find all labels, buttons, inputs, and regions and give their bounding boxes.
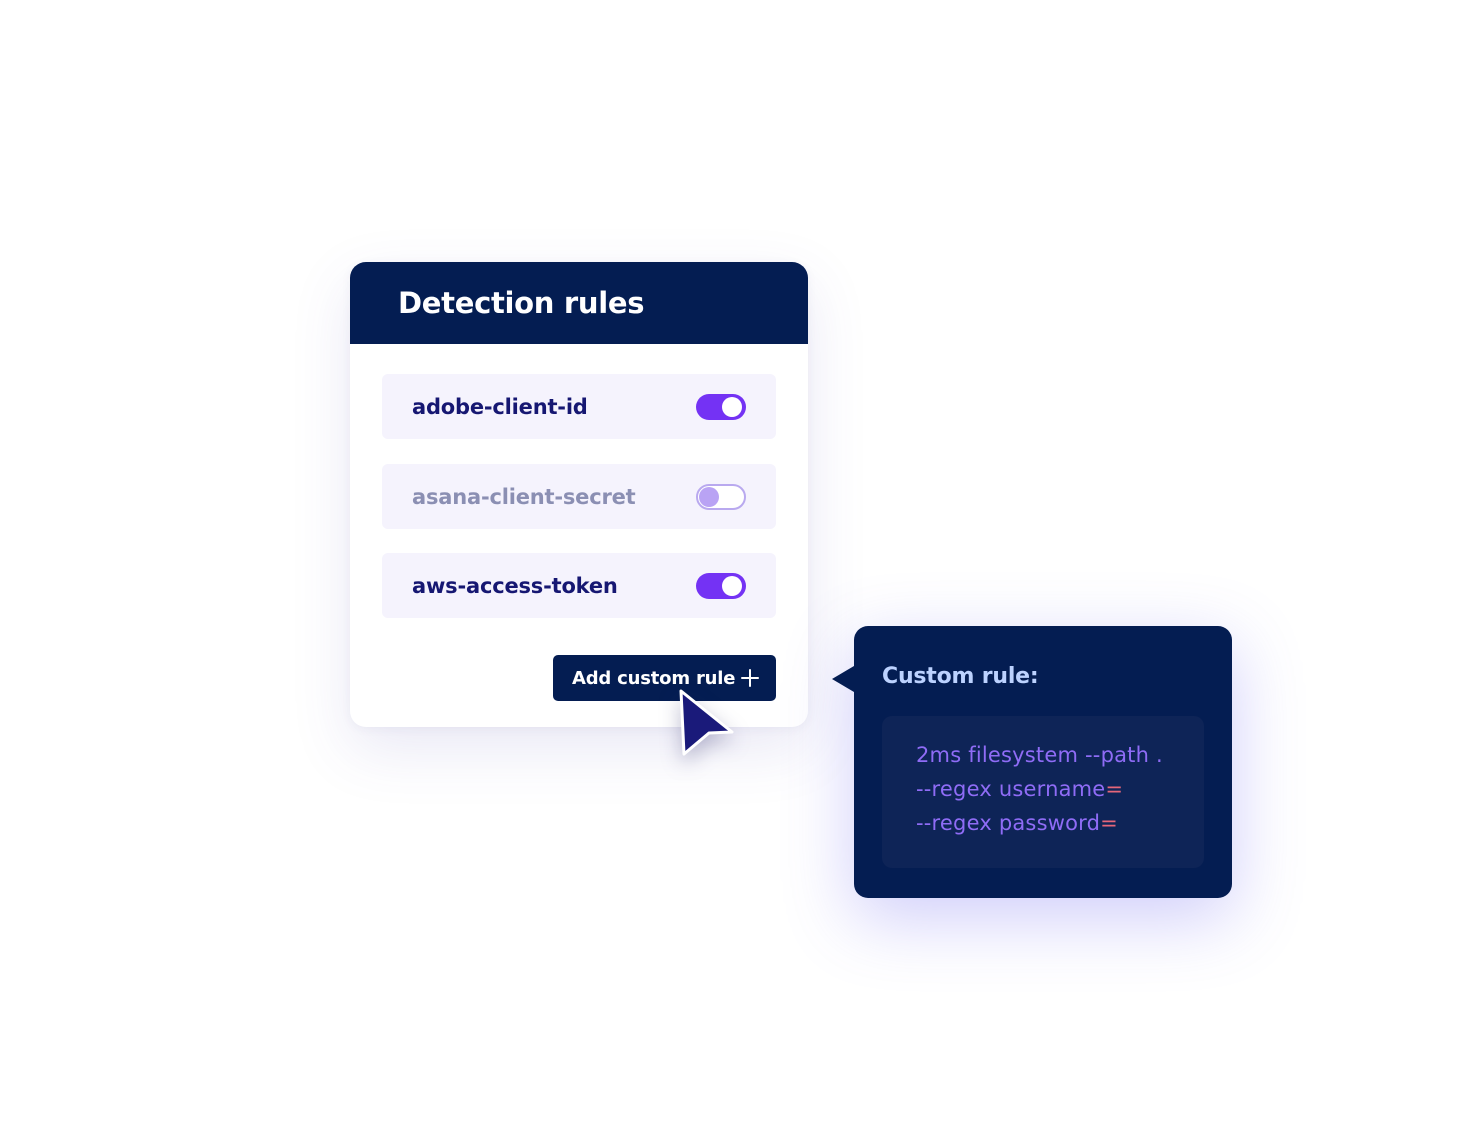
add-custom-rule-button[interactable]: Add custom rule (553, 655, 776, 701)
rule-row-asana-client-secret: asana-client-secret (382, 464, 776, 529)
custom-rule-panel: Custom rule: 2ms filesystem --path . --r… (832, 626, 1232, 898)
rule-label: adobe-client-id (412, 394, 588, 419)
custom-rule-code-block: 2ms filesystem --path . --regex username… (882, 716, 1204, 868)
toggle-knob (699, 486, 719, 507)
code-line: 2ms filesystem --path . (916, 738, 1204, 772)
panel-pointer-arrow (832, 666, 854, 692)
rule-label: aws-access-token (412, 573, 618, 598)
code-text: --regex password (916, 811, 1101, 835)
detection-rules-card: Detection rules adobe-client-id asana-cl… (350, 262, 808, 727)
toggle-knob (722, 575, 742, 596)
rule-toggle[interactable] (696, 483, 746, 510)
rule-label: asana-client-secret (412, 484, 636, 509)
rule-toggle[interactable] (696, 572, 746, 599)
code-text: --regex username (916, 777, 1106, 801)
detection-rules-header: Detection rules (350, 262, 808, 344)
code-equals: = (1100, 811, 1118, 835)
code-text: 2ms filesystem --path . (916, 743, 1163, 767)
toggle-knob (722, 396, 742, 417)
rule-row-aws-access-token: aws-access-token (382, 553, 776, 618)
code-equals: = (1105, 777, 1124, 801)
custom-rule-title: Custom rule: (882, 664, 1039, 689)
rule-toggle[interactable] (696, 393, 746, 420)
code-line: --regex username= (916, 772, 1204, 806)
add-custom-rule-label: Add custom rule (572, 667, 736, 689)
rule-row-adobe-client-id: adobe-client-id (382, 374, 776, 439)
plus-icon (741, 669, 759, 687)
detection-rules-title: Detection rules (398, 286, 645, 320)
code-line: --regex password= (916, 806, 1204, 840)
mouse-pointer-icon (679, 689, 734, 756)
